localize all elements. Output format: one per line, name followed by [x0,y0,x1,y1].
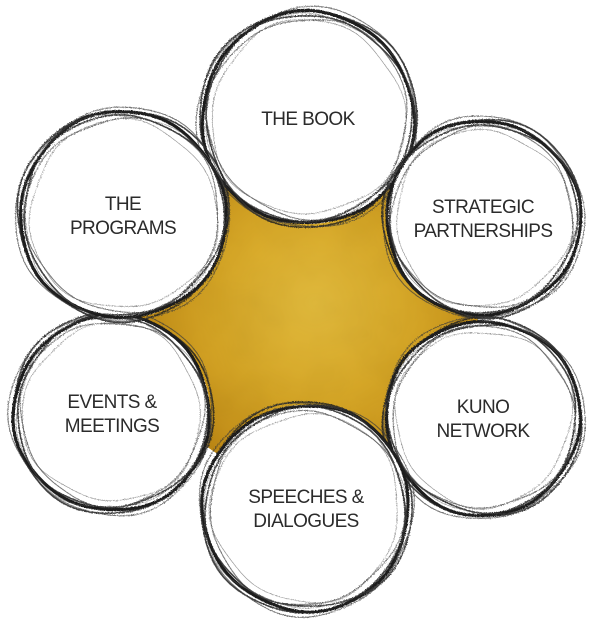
node-label: THE PROGRAMS [70,194,176,239]
node-label-line: PARTNERSHIPS [414,221,553,242]
node-sketch-stroke [23,114,229,320]
node-sketch-stroke [383,321,577,515]
node-sketch-stroke [200,401,414,614]
node-circle [203,405,409,611]
node-sketch-stroke [210,409,406,605]
node-label-line: THE [105,194,141,215]
node-sketch-stroke [211,19,407,215]
node-sketch-stroke [394,332,574,510]
node-programs: THE PROGRAMS [15,106,231,324]
node-book: THE BOOK [195,5,418,229]
node-sketch-stroke [205,12,416,223]
node-label-line: MEETINGS [65,416,159,437]
node-sketch-stroke [22,117,218,314]
node-sketch-stroke [381,315,583,517]
node-sketch-stroke [22,322,201,502]
node-label: EVENTS & MEETINGS [65,392,159,437]
node-sketch-stroke [203,404,408,609]
node-sketch-stroke [199,9,418,229]
node-label: THE BOOK [261,109,355,130]
node-strategic: STRATEGIC PARTNERSHIPS [381,115,586,320]
node-sketch-stroke [392,325,576,509]
node-speeches: SPEECHES & DIALOGUES [198,401,415,618]
node-sketch-stroke [16,316,209,509]
node-sketch-stroke [15,313,211,507]
node-sketch-stroke [7,310,213,517]
node-events: EVENTS & MEETINGS [7,310,215,517]
node-sketch-stroke [16,110,230,324]
node-sketch-stroke [385,126,580,319]
node-sketch-stroke [382,315,586,519]
node-circle [386,121,580,315]
node-sketch-stroke [208,413,398,604]
node-circle [386,321,580,515]
node-circle [14,315,210,511]
node-label-line: EVENTS & [67,392,157,413]
node-sketch-stroke [18,109,229,320]
node-kuno: KUNO NETWORK [381,315,586,519]
node-label: STRATEGIC PARTNERSHIPS [414,197,553,242]
node-circle [202,12,414,224]
node-label-line: STRATEGIC [432,197,534,218]
node-sketch-stroke [386,324,577,515]
node-circle [20,112,226,318]
node-label-line: KUNO [457,397,510,418]
node-label-line: NETWORK [437,421,531,442]
node-sketch-stroke [15,106,231,322]
node-sketch-stroke [200,8,417,224]
node-sketch-stroke [11,311,215,514]
node-label: SPEECHES & DIALOGUES [248,487,364,532]
node-label-line: PROGRAMS [70,218,176,239]
nodes-layer: THE BOOK STRATEGIC PARTNERSHIPS KUNO NETWORK… [7,5,586,618]
node-label-line: THE BOOK [261,109,355,130]
node-sketch-stroke [195,5,418,228]
node-label: KUNO NETWORK [437,397,531,442]
node-label-line: SPEECHES & [248,487,364,508]
node-sketch-stroke [28,118,219,307]
node-sketch-stroke [389,124,574,308]
node-label-line: DIALOGUES [253,511,358,532]
node-sketch-stroke [382,115,586,319]
node-sketch-stroke [396,128,574,306]
node-sketch-stroke [198,402,415,618]
